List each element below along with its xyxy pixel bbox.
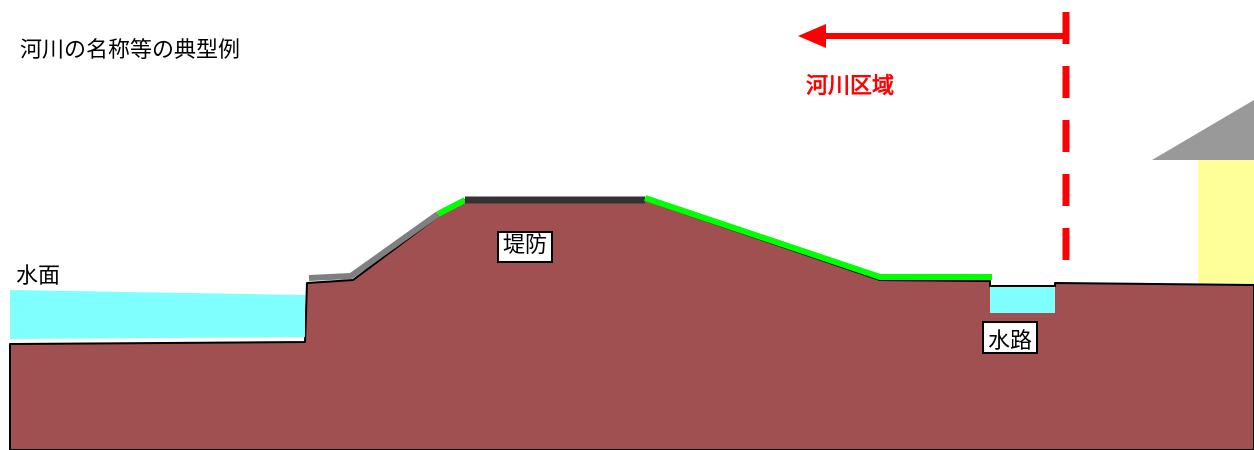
ground — [9, 199, 1254, 450]
levee-label: 堤防 — [497, 231, 554, 263]
river-water — [10, 290, 305, 339]
channel-water — [990, 287, 1055, 313]
river-area-arrow-head — [798, 24, 826, 48]
river-area-label: 河川区域 — [806, 74, 895, 99]
house-wall — [1198, 160, 1254, 285]
grass-riverside — [436, 197, 467, 217]
water-surface-label: 水面 — [16, 264, 61, 289]
channel-label: 水路 — [982, 321, 1039, 354]
revetment — [308, 211, 440, 281]
house-roof — [1152, 100, 1254, 160]
diagram-title: 河川の名称等の典型例 — [20, 38, 241, 63]
grass-landside — [644, 195, 992, 280]
